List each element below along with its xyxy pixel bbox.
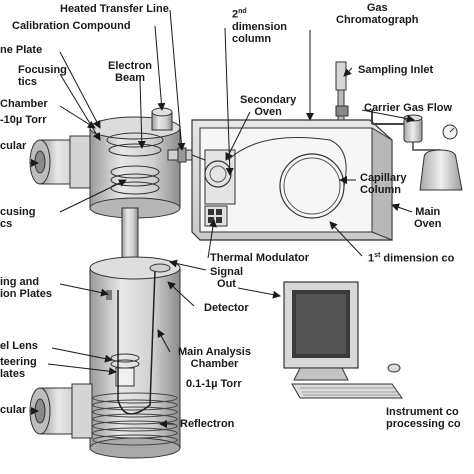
label-second-dimension-column: 2nd dimension column bbox=[232, 6, 287, 45]
first-dim-sup: st bbox=[374, 252, 381, 259]
oven-word: Oven bbox=[254, 106, 282, 118]
instrument-word: Instrument co bbox=[386, 406, 459, 418]
secondary-word: Secondary bbox=[240, 94, 297, 106]
main-analysis-word: Main Analysis bbox=[178, 346, 251, 358]
second-dim-column: column bbox=[232, 32, 272, 45]
out-word: Out bbox=[217, 278, 236, 290]
label-main-analysis-chamber: Main Analysis Chamber bbox=[178, 346, 251, 370]
main-analysis-chamber bbox=[89, 256, 181, 459]
label-cular-bottom: cular bbox=[0, 404, 27, 416]
label-vacuum-bottom: 0.1-1µ Torr bbox=[186, 378, 242, 390]
second-dim-word: dimension bbox=[232, 20, 288, 33]
leader-lines bbox=[30, 9, 415, 428]
label-electron-beam: Electron Beam bbox=[108, 60, 152, 84]
label-main-oven: Main Oven bbox=[414, 206, 442, 230]
label-focusing-optics: cusing cs bbox=[0, 206, 35, 230]
label-ing-and-plates: ing and ion Plates bbox=[0, 276, 52, 300]
label-detector: Detector bbox=[204, 302, 249, 314]
first-dim-number: 1 bbox=[368, 252, 375, 265]
label-instrument-control: Instrument co processing co bbox=[386, 406, 461, 430]
sampling-inlet bbox=[335, 61, 349, 121]
steering-word: teering bbox=[0, 356, 37, 368]
ing-and-word: ing and bbox=[0, 276, 40, 288]
label-thermal-modulator: Thermal Modulator bbox=[210, 252, 310, 264]
gas-word: Gas bbox=[366, 2, 388, 14]
electron-word: Electron bbox=[108, 60, 153, 72]
label-signal-out: Signal Out bbox=[210, 266, 243, 290]
label-carrier-gas-flow: Carrier Gas Flow bbox=[364, 102, 453, 114]
column-word: Column bbox=[360, 184, 401, 196]
focusing-tics: tics bbox=[18, 76, 37, 88]
computer-workstation bbox=[283, 281, 403, 399]
signal-word: Signal bbox=[210, 266, 244, 278]
label-chamber: Chamber bbox=[0, 98, 48, 110]
turbo-pump-top bbox=[29, 135, 91, 189]
capillary-word: Capillary bbox=[360, 172, 407, 184]
cusing-word: cusing bbox=[0, 206, 36, 218]
ion-plates-word: ion Plates bbox=[0, 288, 52, 300]
processing-word: processing co bbox=[386, 418, 461, 430]
label-cular-top: cular bbox=[0, 140, 27, 152]
second-dim-sup: nd bbox=[238, 8, 247, 15]
oven-word-main: Oven bbox=[414, 218, 442, 230]
label-capillary-column: Capillary Column bbox=[360, 172, 406, 196]
beam-word: Beam bbox=[115, 72, 145, 84]
heated-transfer-line bbox=[167, 147, 193, 163]
label-first-dimension-column: 1st dimension co bbox=[368, 250, 454, 265]
turbo-pump-bottom bbox=[29, 383, 93, 439]
ion-source-housing bbox=[89, 107, 181, 219]
plates-word: lates bbox=[0, 368, 26, 380]
label-ne-plate: ne Plate bbox=[0, 44, 43, 56]
label-el-lens: el Lens bbox=[0, 340, 38, 352]
second-dim-number: 2 bbox=[232, 8, 239, 21]
first-dim-text: dimension co bbox=[380, 252, 455, 265]
label-calibration-compound: Calibration Compound bbox=[12, 20, 131, 32]
label-gas-chromatograph: Gas Chromatograph bbox=[336, 2, 419, 26]
label-focusing: Focusing tics bbox=[18, 64, 67, 88]
label-vacuum-top: -10µ Torr bbox=[0, 114, 47, 126]
chromatograph-word: Chromatograph bbox=[336, 14, 419, 26]
label-sampling-inlet: Sampling Inlet bbox=[358, 64, 434, 76]
label-heated-transfer-line: Heated Transfer Line bbox=[60, 3, 169, 15]
focusing-word: Focusing bbox=[18, 64, 67, 76]
chamber-word: Chamber bbox=[190, 358, 239, 370]
main-word: Main bbox=[415, 206, 441, 218]
label-reflectron: Reflectron bbox=[180, 418, 235, 430]
cusing-cs: cs bbox=[0, 218, 13, 230]
label-secondary-oven: Secondary Oven bbox=[240, 94, 296, 118]
label-steering-plates: teering lates bbox=[0, 356, 37, 380]
